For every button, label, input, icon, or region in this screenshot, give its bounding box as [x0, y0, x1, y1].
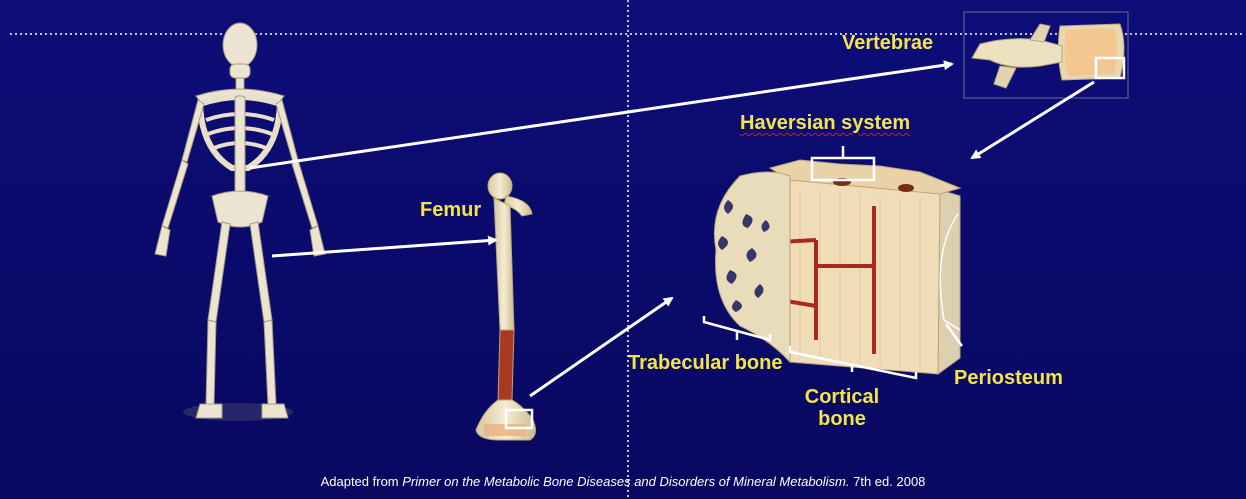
caption-title: Primer on the Metabolic Bone Diseases an…	[402, 474, 849, 489]
femur-label: Femur	[420, 199, 481, 221]
caption-prefix: Adapted from	[321, 474, 399, 489]
skeleton-illustration	[155, 23, 325, 421]
arrow-skeleton-to-femur	[272, 240, 496, 256]
arrow-vertebrae-to-cross-section	[972, 82, 1094, 158]
vertebra-illustration	[964, 12, 1128, 98]
femur-illustration	[476, 173, 536, 440]
arrows	[250, 64, 1094, 396]
bone-cross-section-illustration	[714, 146, 960, 374]
source-caption: Adapted from Primer on the Metabolic Bon…	[0, 474, 1246, 489]
cortical-label-line2: bone	[794, 408, 890, 430]
periosteum-label: Periosteum	[954, 367, 1063, 389]
trabecular-bone-label: Trabecular bone	[628, 352, 783, 374]
cortical-bone-label: Cortical bone	[794, 386, 890, 430]
haversian-system-label: Haversian system	[740, 112, 910, 134]
cortical-label-line1: Cortical	[794, 386, 890, 408]
arrow-femur-to-cross-section	[530, 298, 672, 396]
vertebrae-label: Vertebrae	[842, 32, 933, 54]
caption-suffix: 7th ed. 2008	[853, 474, 925, 489]
